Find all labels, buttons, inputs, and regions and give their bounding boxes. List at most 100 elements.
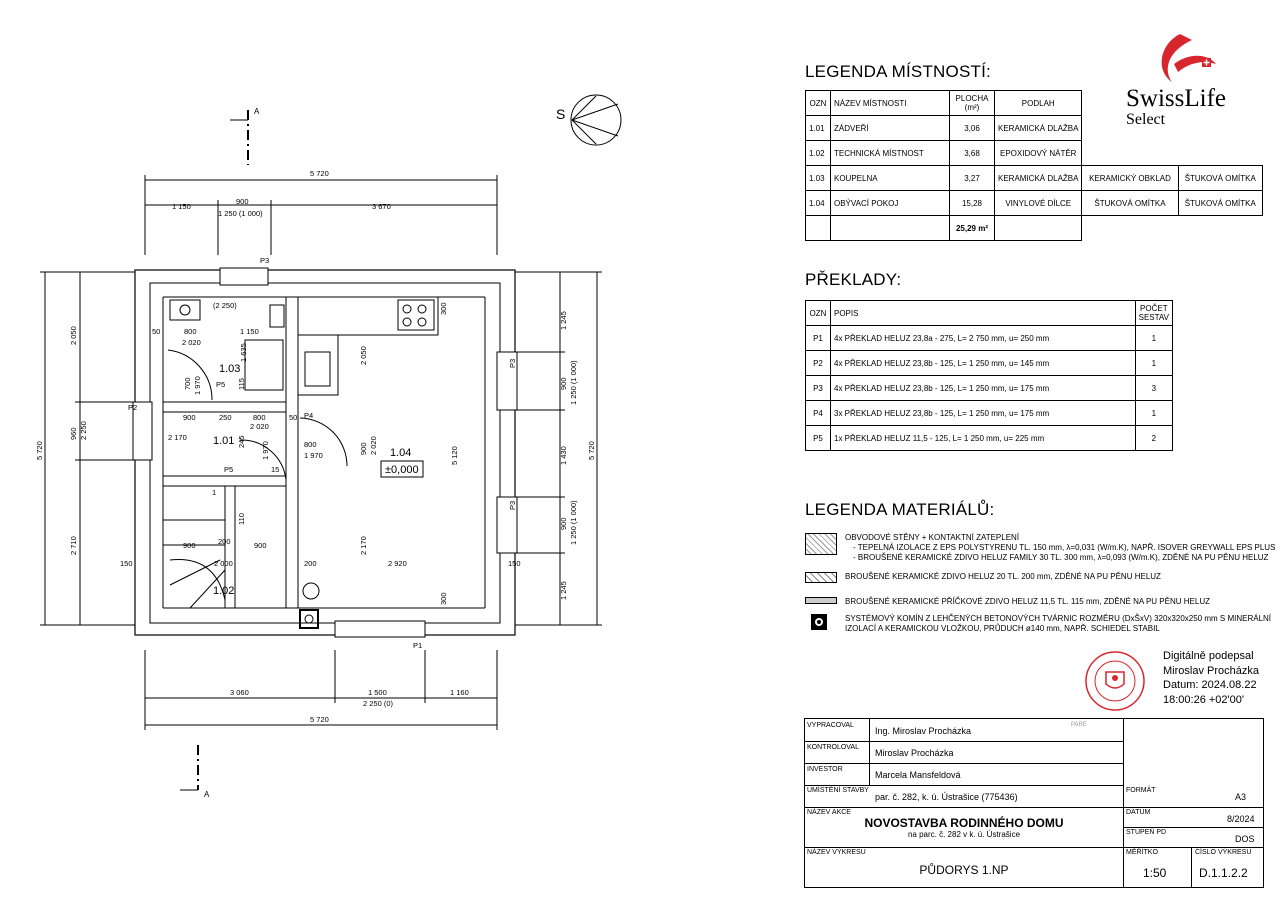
th-ozn: OZN [805, 90, 831, 116]
value-umisteni: par. č. 282, k. ú. Ústrašice (775436) [875, 792, 1018, 802]
dim-i-5120: 5 120 [450, 446, 459, 465]
cell: TECHNICKÁ MÍSTNOST [830, 140, 950, 166]
material-item-3: BROUŠENÉ KERAMICKÉ PŘÍČKOVÉ ZDIVO HELUZ … [845, 597, 1210, 607]
dim-i-800b: 800 [253, 413, 266, 422]
dim-right-1: 900 [559, 377, 568, 390]
cell [830, 215, 950, 241]
cell: P5 [805, 425, 831, 451]
dim-right-0: 1 245 [559, 311, 568, 330]
dim-i-900b: 900 [183, 541, 196, 550]
dim-i-200: 200 [218, 537, 231, 546]
dim-right-sub1: 1 250 (1 000) [569, 360, 578, 405]
label-format: FORMÁT [1126, 787, 1156, 794]
logo-text: SwissLife Select [1126, 86, 1226, 128]
cell: 1.03 [805, 165, 831, 191]
label-pare: PARE [1071, 722, 1087, 728]
dim-i-115: 115 [237, 378, 246, 390]
dim-i-1970b: 1 970 [193, 376, 202, 395]
cell: 4x PŘEKLAD HELUZ 23,8b - 125, L= 1 250 m… [830, 350, 1136, 376]
label-vykres: NÁZEV VÝKRESU [807, 849, 866, 856]
dim-top-total: 5 720 [310, 169, 329, 178]
value-kontroloval: Miroslav Procházka [875, 748, 954, 758]
rooms-legend-table: OZN NÁZEV MÍSTNOSTI PLOCHA(m²) PODLAH 1.… [805, 90, 1263, 241]
tag-p2: P2 [128, 403, 137, 412]
value-stupen: DOS [1235, 834, 1255, 844]
th-ceiling [1178, 91, 1263, 116]
dim-i-1: 1 [212, 488, 216, 497]
dim-i-250: 250 [219, 413, 232, 422]
cell: 1 [1134, 325, 1174, 351]
dim-right-3: 900 [559, 517, 568, 530]
dim-i-200b: 200 [304, 559, 317, 568]
material-swatch-partition [805, 597, 837, 604]
dim-top-1: 900 [236, 197, 249, 206]
material-item-2: BROUŠENÉ KERAMICKÉ ZDIVO HELUZ 20 TL. 20… [845, 572, 1161, 582]
cell: 1.04 [805, 190, 831, 216]
dim-i-1970: 1 970 [304, 451, 323, 460]
material-swatch-wall20 [805, 572, 837, 583]
tag-p1: P1 [413, 641, 422, 650]
dim-i-245: 245 [237, 435, 246, 448]
dim-i-900v: 900 [359, 442, 368, 455]
section-label-top: A [254, 107, 260, 116]
dim-bottom-total: 5 720 [310, 715, 329, 724]
label-vypracoval: VYPRACOVAL [807, 722, 854, 729]
dim-i-300a: 300 [439, 302, 448, 315]
dim-i-700: 700 [183, 377, 192, 390]
lintels-title: PŘEKLADY: [805, 270, 902, 289]
signature-line: Miroslav Procházka [1163, 664, 1259, 677]
value-datum: 8/2024 [1227, 814, 1255, 824]
signature-line: 18:00:26 +02'00' [1163, 693, 1244, 706]
dim-i-800c: 800 [304, 440, 317, 449]
north-label: S [556, 106, 565, 122]
dim-i-300b: 300 [439, 592, 448, 605]
table-row: 1.03 KOUPELNA 3,27 KERAMICKÁ DLAŽBA KERA… [805, 165, 1263, 191]
dim-i-2170b: 2 170 [359, 536, 368, 555]
material-text: IZOLACÍ A KERAMICKOU VLOŽKOU, PRŮDUCH ø1… [845, 624, 1160, 633]
room-1.02: 1.02 [213, 585, 234, 597]
material-text: - BROUŠENÉ KERAMICKÉ ZDIVO HELUZ FAMILY … [853, 553, 1269, 562]
material-text: - TEPELNÁ IZOLACE Z EPS POLYSTYRENU TL. … [853, 543, 1276, 552]
cell: 3x PŘEKLAD HELUZ 23,8b - 125, L= 1 250 m… [830, 400, 1136, 426]
logo-mark-icon [1161, 34, 1216, 82]
material-swatch-exterior [805, 533, 837, 555]
material-text: OBVODOVÉ STĚNY + KONTAKTNÍ ZATEPLENÍ [845, 533, 1020, 542]
cell: ŠTUKOVÁ OMÍTKA [1177, 190, 1263, 216]
cell [1082, 216, 1178, 241]
tag-p4: P4 [304, 411, 313, 420]
room-1.01: 1.01 [213, 435, 234, 447]
cell [1082, 116, 1178, 141]
table-row: 1.01 ZÁDVEŘÍ 3,06 KERAMICKÁ DLAŽBA [805, 115, 1263, 141]
th-desc: POPIS [830, 300, 1136, 326]
logo-line1: SwissLife [1126, 85, 1226, 112]
cell [1178, 116, 1263, 141]
dim-i-450l: 150 [120, 559, 133, 568]
cell: ZÁDVEŘÍ [830, 115, 950, 141]
cell: P1 [805, 325, 831, 351]
title-block: VYPRACOVAL Ing. Miroslav Procházka PARE … [804, 718, 1264, 888]
cell: 15,28 [949, 190, 995, 216]
dim-i-2000: 2 000 [214, 559, 233, 568]
dim-i-2920: 2 920 [388, 559, 407, 568]
value-vypracoval: Ing. Miroslav Procházka [875, 726, 972, 736]
dim-i-2020a: 2 020 [182, 338, 201, 347]
signature-line: Digitálně podepsal [1163, 650, 1254, 662]
dim-i-15: 15 [271, 465, 279, 474]
cell: 1 [1134, 350, 1174, 376]
dim-i-2020v: 2 020 [369, 436, 378, 455]
material-item-1: OBVODOVÉ STĚNY + KONTAKTNÍ ZATEPLENÍ - T… [845, 533, 1275, 563]
cell: 4x PŘEKLAD HELUZ 23,8a - 275, L= 2 750 m… [830, 325, 1136, 351]
label-kontroloval: KONTROLOVAL [807, 744, 859, 751]
label-cislo: ČÍSLO VÝKRESU [1195, 849, 1252, 856]
dim-top-sub: 1 250 (1 000) [218, 209, 263, 218]
dim-left-1: 960 [69, 427, 78, 440]
cell: OBÝVACÍ POKOJ [830, 190, 950, 216]
dim-right-4: 1 245 [559, 581, 568, 600]
room-1.04: 1.04 [390, 447, 411, 459]
cell: VINYLOVÉ DÍLCE [993, 190, 1083, 216]
